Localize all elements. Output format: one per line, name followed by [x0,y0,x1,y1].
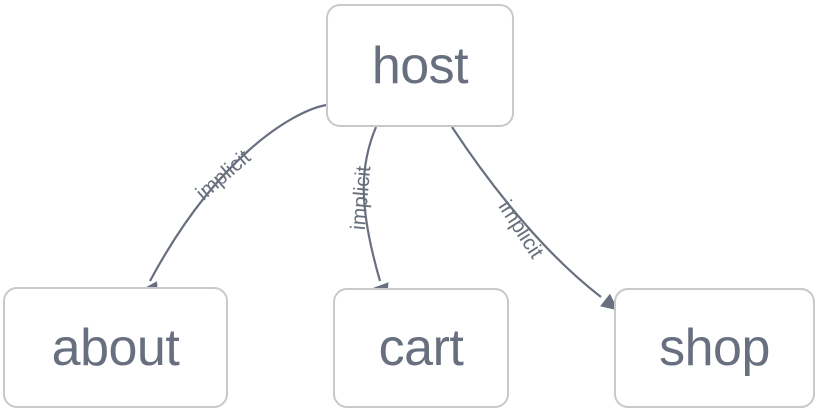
node-about[interactable]: about [3,287,228,408]
node-host-label: host [371,36,469,95]
edge-host-cart-label: implicit [347,165,376,231]
edge-host-shop-arrowhead [600,293,619,311]
edge-host-about-path [149,103,327,282]
node-shop-label: shop [659,319,770,377]
node-shop[interactable]: shop [614,288,815,408]
edge-host-cart[interactable]: implicit [347,126,395,304]
edge-host-cart-path [362,126,382,282]
edge-host-about[interactable]: implicit [142,103,327,304]
node-about-label: about [51,318,180,377]
node-host[interactable]: host [326,4,514,127]
edge-host-shop-path [451,126,602,298]
edge-host-about-label: implicit [192,145,256,205]
edge-host-shop-label: implicit [494,196,548,262]
node-cart-label: cart [378,319,464,377]
node-cart[interactable]: cart [333,288,509,408]
